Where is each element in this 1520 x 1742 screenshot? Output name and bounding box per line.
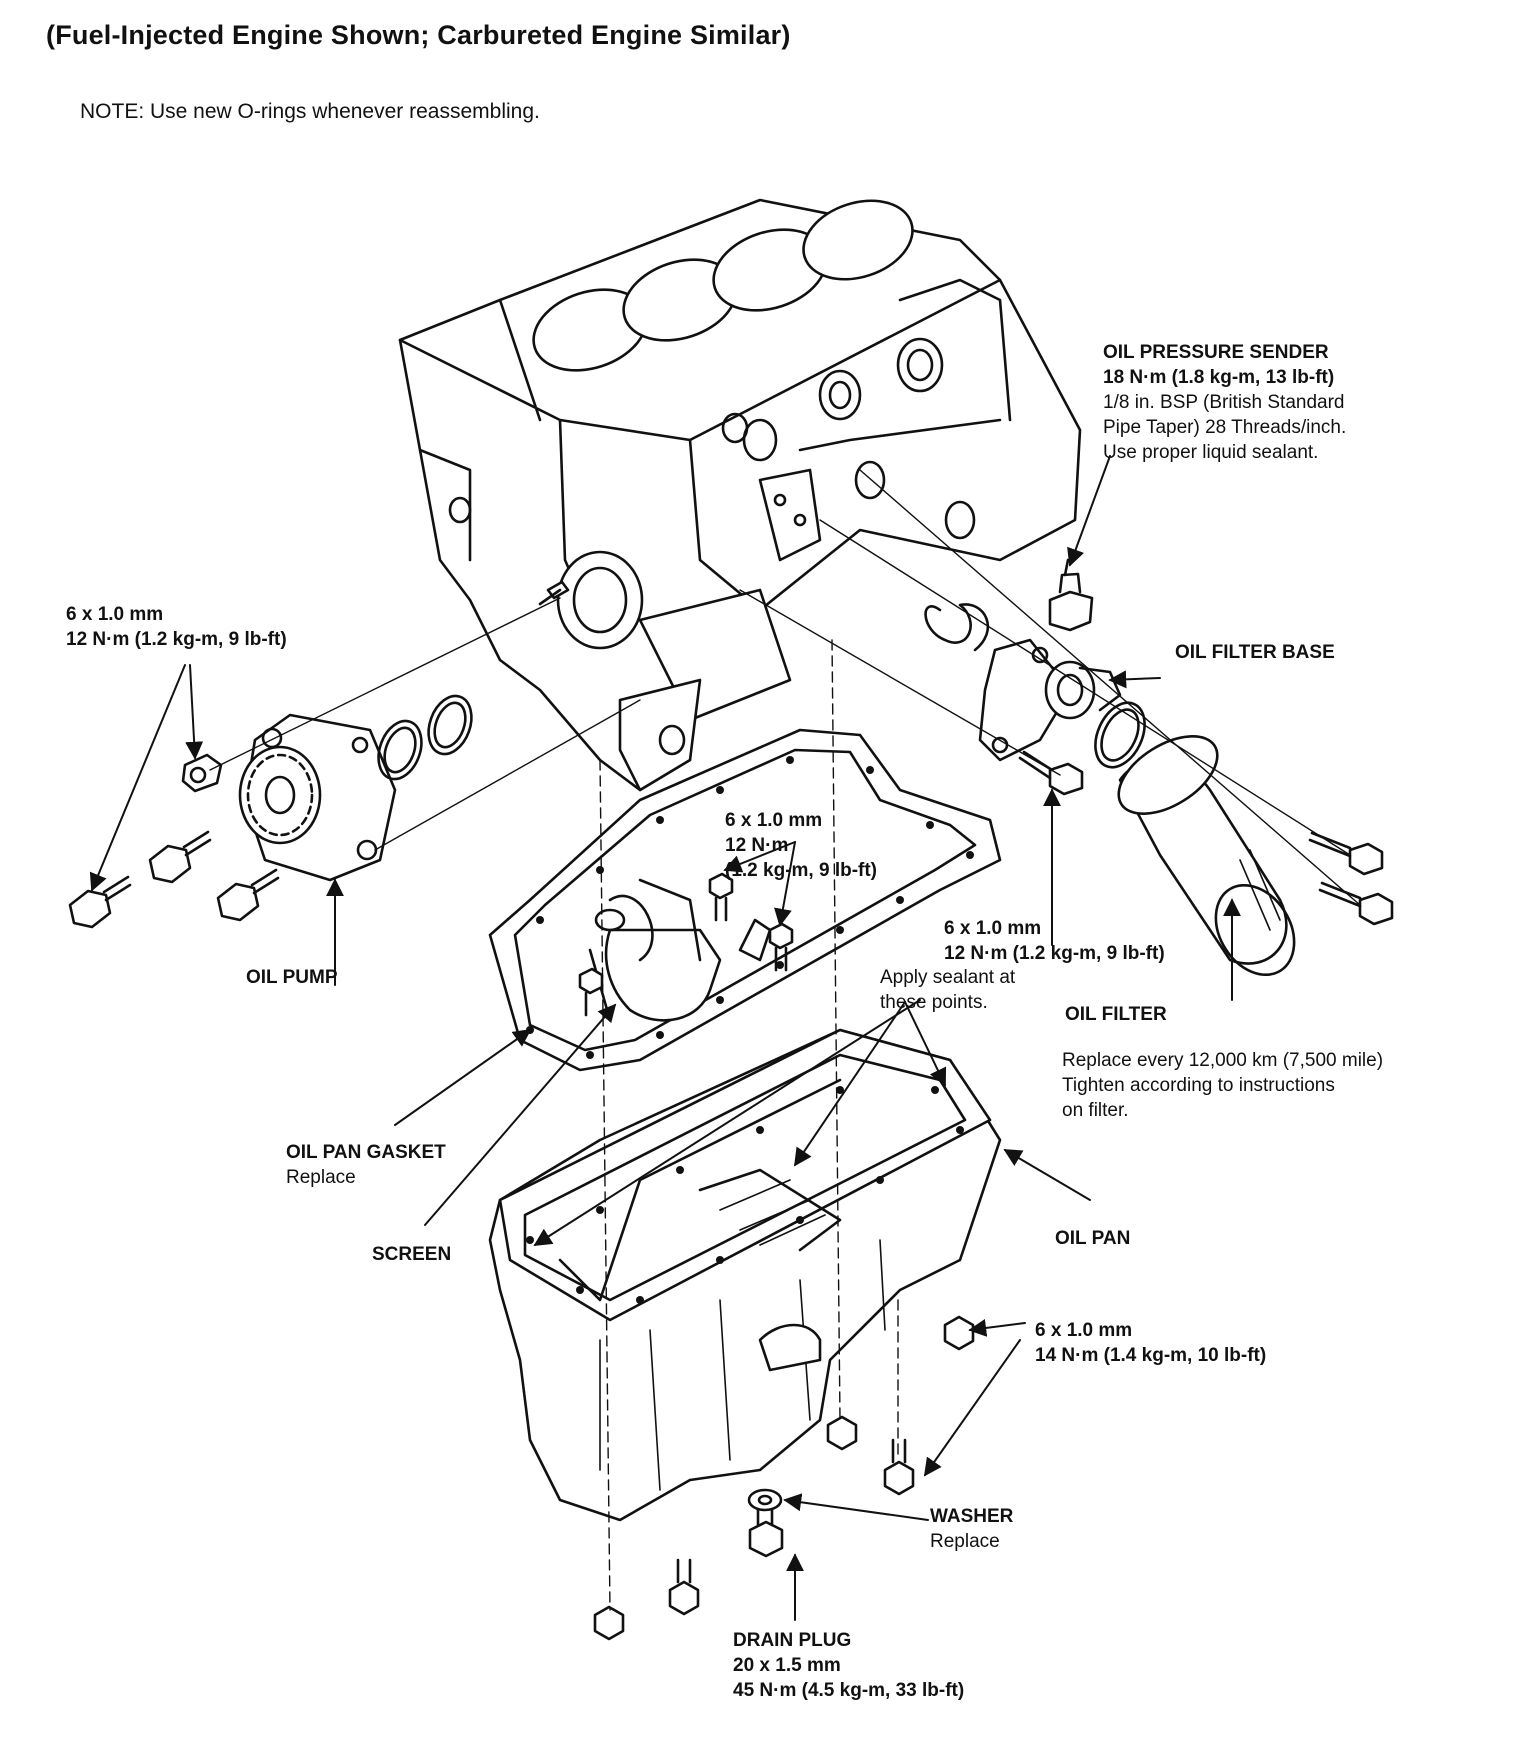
- screen-bolt-torque2: (1.2 kg-m, 9 lb-ft): [725, 860, 878, 881]
- callout-filter-base-bolt: 6 x 1.0 mm 12 N·m (1.2 kg-m, 9 lb-ft): [944, 916, 1165, 966]
- oil-pump-bolt-size: 6 x 1.0 mm: [66, 604, 164, 625]
- screen-label: SCREEN: [372, 1244, 452, 1265]
- callout-sealant: Apply sealant at these points.: [880, 965, 1015, 1015]
- oil-pump: [68, 580, 570, 929]
- oil-pressure-sender-label: OIL PRESSURE SENDER: [1103, 342, 1329, 363]
- oil-pressure-sender-line3: Use proper liquid sealant.: [1103, 442, 1319, 463]
- callout-washer: WASHER Replace: [930, 1504, 1013, 1554]
- washer-note: Replace: [930, 1531, 1000, 1552]
- pan-bolt-torque: 14 N·m (1.4 kg-m, 10 lb-ft): [1035, 1345, 1267, 1366]
- assembly-note: NOTE: Use new O-rings whenever reassembl…: [80, 100, 540, 123]
- callout-oil-pump-bolt: 6 x 1.0 mm 12 N·m (1.2 kg-m, 9 lb-ft): [66, 602, 287, 652]
- drain-plug-size: 20 x 1.5 mm: [733, 1655, 841, 1676]
- sealant-line1: Apply sealant at: [880, 967, 1016, 988]
- callout-drain-plug: DRAIN PLUG 20 x 1.5 mm 45 N·m (4.5 kg-m,…: [733, 1628, 964, 1703]
- drain-plug-torque: 45 N·m (4.5 kg-m, 33 lb-ft): [733, 1680, 965, 1701]
- callout-oil-filter: Replace every 12,000 km (7,500 mile) Tig…: [1062, 1048, 1383, 1123]
- leader-lines: [89, 455, 1241, 1621]
- drain-plug-and-washer: [747, 1488, 784, 1558]
- filter-base-bolt-torque: 12 N·m (1.2 kg-m, 9 lb-ft): [944, 943, 1165, 964]
- oil-pan-gasket-label: OIL PAN GASKET: [286, 1142, 446, 1163]
- pan-bolt-size: 6 x 1.0 mm: [1035, 1320, 1133, 1341]
- sealant-line2: these points.: [880, 992, 988, 1013]
- filter-base-bolt-size: 6 x 1.0 mm: [944, 918, 1042, 939]
- oil-pan-gasket-note: Replace: [286, 1167, 356, 1188]
- oil-filter-label: OIL FILTER: [1065, 1004, 1167, 1025]
- pump-alignment-lines: [209, 597, 641, 851]
- callout-oil-pan-gasket: OIL PAN GASKET Replace: [286, 1140, 446, 1190]
- page-title: (Fuel-Injected Engine Shown; Carbureted …: [46, 20, 791, 50]
- callout-oil-pressure-sender: OIL PRESSURE SENDER 18 N·m (1.8 kg-m, 13…: [1103, 340, 1346, 465]
- oil-pressure-sender-line2: Pipe Taper) 28 Threads/inch.: [1103, 417, 1347, 438]
- oil-pan-label: OIL PAN: [1055, 1228, 1131, 1249]
- oil-pump-bolt-torque: 12 N·m (1.2 kg-m, 9 lb-ft): [66, 629, 287, 650]
- pan-alignment-lines: [599, 639, 899, 1611]
- drain-plug-label: DRAIN PLUG: [733, 1630, 852, 1651]
- oil-filter-base: [978, 638, 1146, 769]
- pan-bolts: [593, 1315, 975, 1641]
- oil-filter-line3: on filter.: [1062, 1100, 1129, 1121]
- oil-pan: [488, 1028, 1002, 1522]
- oil-pressure-sender-line1: 1/8 in. BSP (British Standard: [1103, 392, 1345, 413]
- oil-screen: [578, 872, 794, 1022]
- oil-pressure-sender-torque: 18 N·m (1.8 kg-m, 13 lb-ft): [1103, 367, 1335, 388]
- washer-label: WASHER: [930, 1506, 1014, 1527]
- callout-pan-bolt: 6 x 1.0 mm 14 N·m (1.4 kg-m, 10 lb-ft): [1035, 1318, 1266, 1368]
- screen-bolt-torque1: 12 N·m: [725, 835, 789, 856]
- oil-filter-base-label: OIL FILTER BASE: [1175, 642, 1335, 663]
- screen-bolt-size: 6 x 1.0 mm: [725, 810, 823, 831]
- oil-pump-label: OIL PUMP: [246, 967, 338, 988]
- oil-passage-o-ring: [924, 603, 990, 652]
- filter-base-bolts: [1018, 750, 1394, 926]
- oil-pan-gasket: [488, 728, 1002, 1072]
- engine-block: [398, 198, 1082, 792]
- oil-filter-line1: Replace every 12,000 km (7,500 mile): [1062, 1050, 1384, 1071]
- oil-pressure-sender: [1048, 558, 1094, 632]
- callout-screen-bolt: 6 x 1.0 mm 12 N·m (1.2 kg-m, 9 lb-ft): [725, 808, 877, 883]
- oil-filter-line2: Tighten according to instructions: [1062, 1075, 1335, 1096]
